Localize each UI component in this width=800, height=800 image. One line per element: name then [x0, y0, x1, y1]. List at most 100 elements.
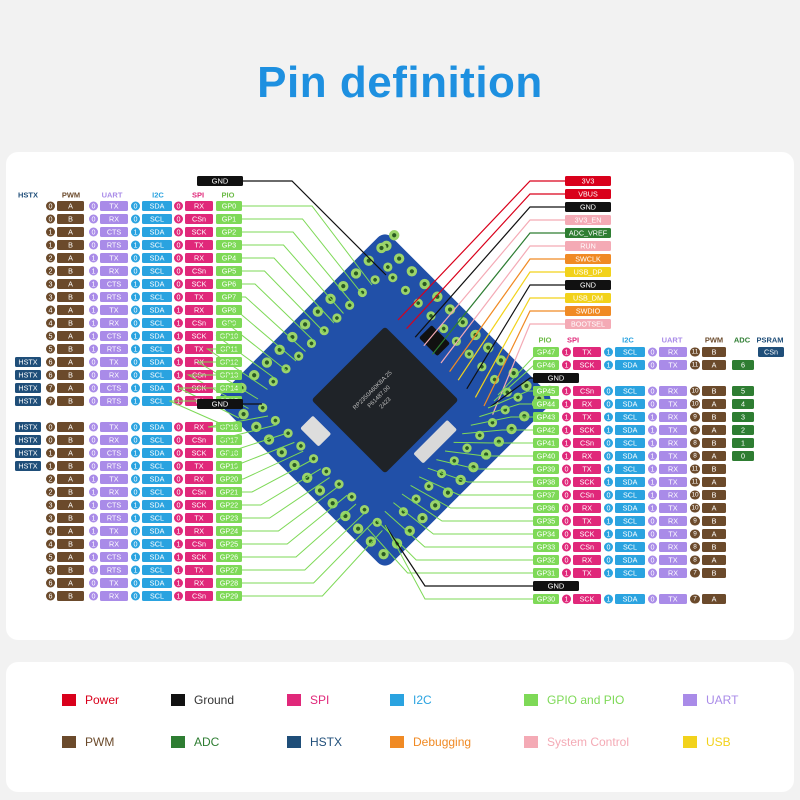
pwm-num: 6 — [49, 371, 53, 380]
pwm-box — [702, 529, 726, 539]
pwm-label: B — [68, 488, 73, 497]
spi-num: 1 — [565, 569, 569, 578]
pwm-num: 1 — [49, 241, 53, 250]
spi-num: 0 — [177, 436, 181, 445]
i2c-box — [142, 305, 172, 315]
gpio-label: GP4 — [222, 254, 236, 263]
uart-num: 0 — [651, 400, 655, 409]
uart-box — [100, 591, 128, 601]
gnd-wire — [243, 180, 387, 276]
i2c-label: SCL — [623, 465, 637, 474]
legend-swatch — [683, 694, 697, 706]
gpio-label: GP19 — [220, 462, 238, 471]
uart-num-box — [648, 399, 657, 409]
pin-hole — [254, 424, 259, 429]
uart-num: 0 — [651, 569, 655, 578]
uart-num: 0 — [92, 202, 96, 211]
uart-box — [100, 396, 128, 406]
uart-label: TX — [109, 527, 118, 536]
pin-hole — [441, 326, 446, 331]
gpio-label: GP42 — [537, 426, 555, 435]
pwm-num: 2 — [49, 475, 53, 484]
gpio-wire — [436, 459, 533, 470]
i2c-label: SDA — [623, 452, 638, 461]
spi-num-box — [562, 464, 571, 474]
legend-label: Power — [85, 693, 120, 707]
gpio-wire — [242, 485, 339, 532]
pwm-num-box — [690, 503, 700, 513]
pwm-label: A — [68, 384, 73, 393]
pwm-num-box — [46, 266, 55, 276]
spi-box — [185, 279, 213, 289]
spi-num: 1 — [177, 527, 181, 536]
legend-label: Debugging — [413, 735, 472, 749]
gpio-box — [216, 552, 242, 562]
spi-label: CSn — [192, 319, 206, 328]
spi-num: 1 — [565, 452, 569, 461]
pwm-num: 5 — [49, 553, 53, 562]
gpio-box — [216, 240, 242, 250]
gnd-label-box — [197, 176, 243, 186]
spi-num: 0 — [565, 504, 569, 513]
pwm-num: 10 — [691, 505, 699, 512]
i2c-num-box — [131, 552, 140, 562]
pwm-box — [57, 578, 84, 588]
pwm-num-box — [46, 500, 55, 510]
i2c-box — [142, 578, 172, 588]
i2c-label: SDA — [623, 478, 638, 487]
i2c-num-box — [131, 344, 140, 354]
spi-num-box — [174, 253, 183, 263]
spi-num: 0 — [177, 514, 181, 523]
uart-num-box — [89, 331, 98, 341]
spi-label: TX — [582, 465, 591, 474]
spi-num: 0 — [565, 543, 569, 552]
pwm-num-box — [46, 227, 55, 237]
uart-box — [100, 474, 128, 484]
gpio-wire — [242, 296, 306, 352]
gpio-label: GP39 — [537, 465, 555, 474]
i2c-num-box — [604, 555, 613, 565]
pwm-box — [702, 594, 726, 604]
legend-item: Power — [62, 692, 119, 708]
spi-num: 0 — [177, 280, 181, 289]
gpio-wire — [205, 348, 268, 390]
i2c-label: SCL — [150, 592, 164, 601]
i2c-num-box — [131, 357, 140, 367]
gpio-wire — [242, 530, 383, 597]
i2c-num: 0 — [134, 488, 138, 497]
gpio-label: GP21 — [220, 488, 238, 497]
spi-num-box — [562, 425, 571, 435]
power-label: SWCLK — [575, 255, 601, 264]
uart-box — [100, 357, 128, 367]
i2c-label: SDA — [623, 426, 638, 435]
power-label-box — [565, 267, 611, 277]
pin-hole — [353, 271, 359, 276]
spi-num-box — [562, 555, 571, 565]
pwm-num-box — [46, 201, 55, 211]
i2c-label: SCL — [150, 319, 164, 328]
hstx-label: HSTX — [18, 449, 37, 458]
uart-box — [100, 500, 128, 510]
pwm-box — [702, 464, 726, 474]
uart-num-box — [89, 357, 98, 367]
i2c-label: SCL — [623, 413, 637, 422]
legend-item: Debugging — [390, 734, 471, 750]
i2c-num-box — [131, 396, 140, 406]
spi-num-box — [174, 422, 183, 432]
spi-num-box — [562, 542, 571, 552]
spi-label: RX — [194, 202, 204, 211]
i2c-box — [142, 448, 172, 458]
uart-num: 1 — [92, 319, 96, 328]
uart-label: TX — [668, 504, 677, 513]
pwm-num: 9 — [693, 414, 697, 421]
gpio-wire — [487, 390, 533, 409]
uart-label: TX — [109, 202, 118, 211]
uart-label: RTS — [107, 397, 121, 406]
power-label: SWDIO — [576, 307, 601, 316]
uart-box — [100, 292, 128, 302]
gpio-label: GP37 — [537, 491, 555, 500]
spi-label: CSn — [580, 439, 594, 448]
i2c-label: SDA — [623, 595, 638, 604]
uart-box — [100, 435, 128, 445]
i2c-num-box — [604, 516, 613, 526]
